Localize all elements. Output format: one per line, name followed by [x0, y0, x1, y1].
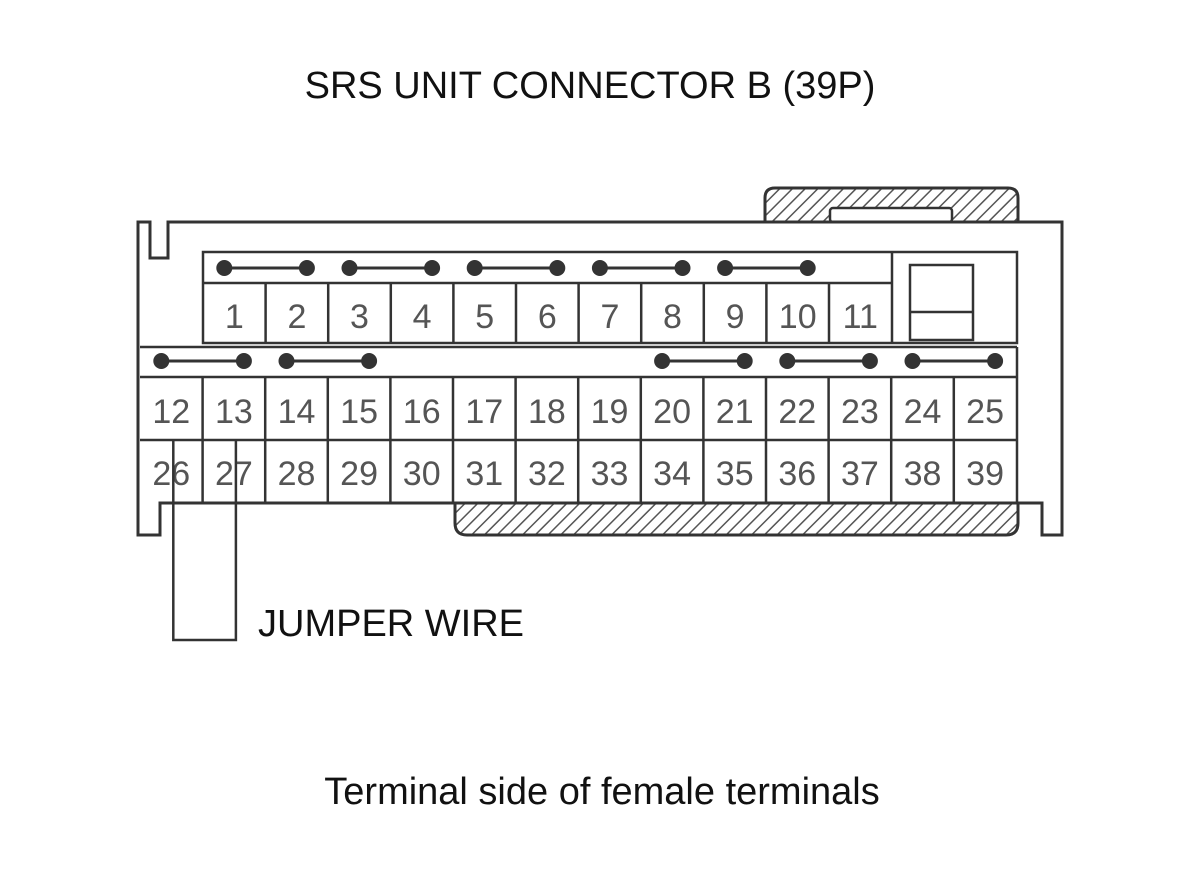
terminal-9: 9 — [726, 298, 745, 336]
shorting-bar-14-15 — [278, 353, 378, 369]
terminal-16: 16 — [403, 393, 441, 431]
terminal-3: 3 — [350, 298, 369, 336]
terminal-1: 1 — [225, 298, 244, 336]
terminal-2: 2 — [287, 298, 306, 336]
terminal-26: 26 — [152, 455, 190, 493]
terminal-17: 17 — [465, 393, 503, 431]
shorting-bar-22-23 — [779, 353, 878, 369]
terminal-4: 4 — [413, 298, 432, 336]
terminal-25: 25 — [966, 393, 1004, 431]
terminal-31: 31 — [465, 455, 503, 493]
shorting-bar-3-4 — [341, 260, 441, 276]
terminal-15: 15 — [340, 393, 378, 431]
terminal-22: 22 — [778, 393, 816, 431]
terminal-27: 27 — [215, 455, 253, 493]
terminal-11: 11 — [843, 298, 878, 336]
latch-slot — [828, 206, 954, 224]
terminal-32: 32 — [528, 455, 566, 493]
terminal-8: 8 — [663, 298, 682, 336]
terminal-34: 34 — [653, 455, 691, 493]
shorting-bars — [153, 260, 1004, 369]
shorting-bar-9-10 — [717, 260, 816, 276]
terminal-36: 36 — [778, 455, 816, 493]
jumper-wire — [172, 440, 238, 642]
keyway-box — [908, 263, 975, 342]
terminal-10: 10 — [779, 298, 817, 336]
connector-lock — [453, 501, 1020, 537]
terminal-14: 14 — [278, 393, 316, 431]
terminal-33: 33 — [591, 455, 629, 493]
shorting-bar-7-8 — [591, 260, 691, 276]
terminal-38: 38 — [904, 455, 942, 493]
terminal-13: 13 — [215, 393, 253, 431]
terminal-20: 20 — [653, 393, 691, 431]
shorting-bar-12-13 — [153, 353, 252, 369]
terminal-35: 35 — [716, 455, 754, 493]
terminal-12: 12 — [152, 393, 190, 431]
shorting-bar-20-21 — [654, 353, 753, 369]
connector-housing — [136, 220, 1064, 537]
shorting-bar-24-25 — [904, 353, 1004, 369]
terminal-19: 19 — [591, 393, 629, 431]
diagram-title: SRS UNIT CONNECTOR B (39P) — [305, 65, 876, 107]
terminal-24: 24 — [904, 393, 942, 431]
jumper-wire-line — [172, 440, 238, 642]
terminal-7: 7 — [600, 298, 619, 336]
diagram-caption: Terminal side of female terminals — [324, 771, 879, 813]
terminal-23: 23 — [841, 393, 879, 431]
terminal-18: 18 — [528, 393, 566, 431]
terminal-28: 28 — [278, 455, 316, 493]
terminal-29: 29 — [340, 455, 378, 493]
terminal-6: 6 — [538, 298, 557, 336]
terminal-21: 21 — [716, 393, 754, 431]
shorting-bar-1-2 — [216, 260, 315, 276]
connector-latch — [763, 186, 1020, 224]
upper-frame — [201, 250, 1019, 345]
shorting-bar-5-6 — [466, 260, 566, 276]
terminal-5: 5 — [475, 298, 494, 336]
terminal-37: 37 — [841, 455, 879, 493]
terminal-30: 30 — [403, 455, 441, 493]
jumper-label: JUMPER WIRE — [258, 603, 524, 645]
terminal-39: 39 — [966, 455, 1004, 493]
